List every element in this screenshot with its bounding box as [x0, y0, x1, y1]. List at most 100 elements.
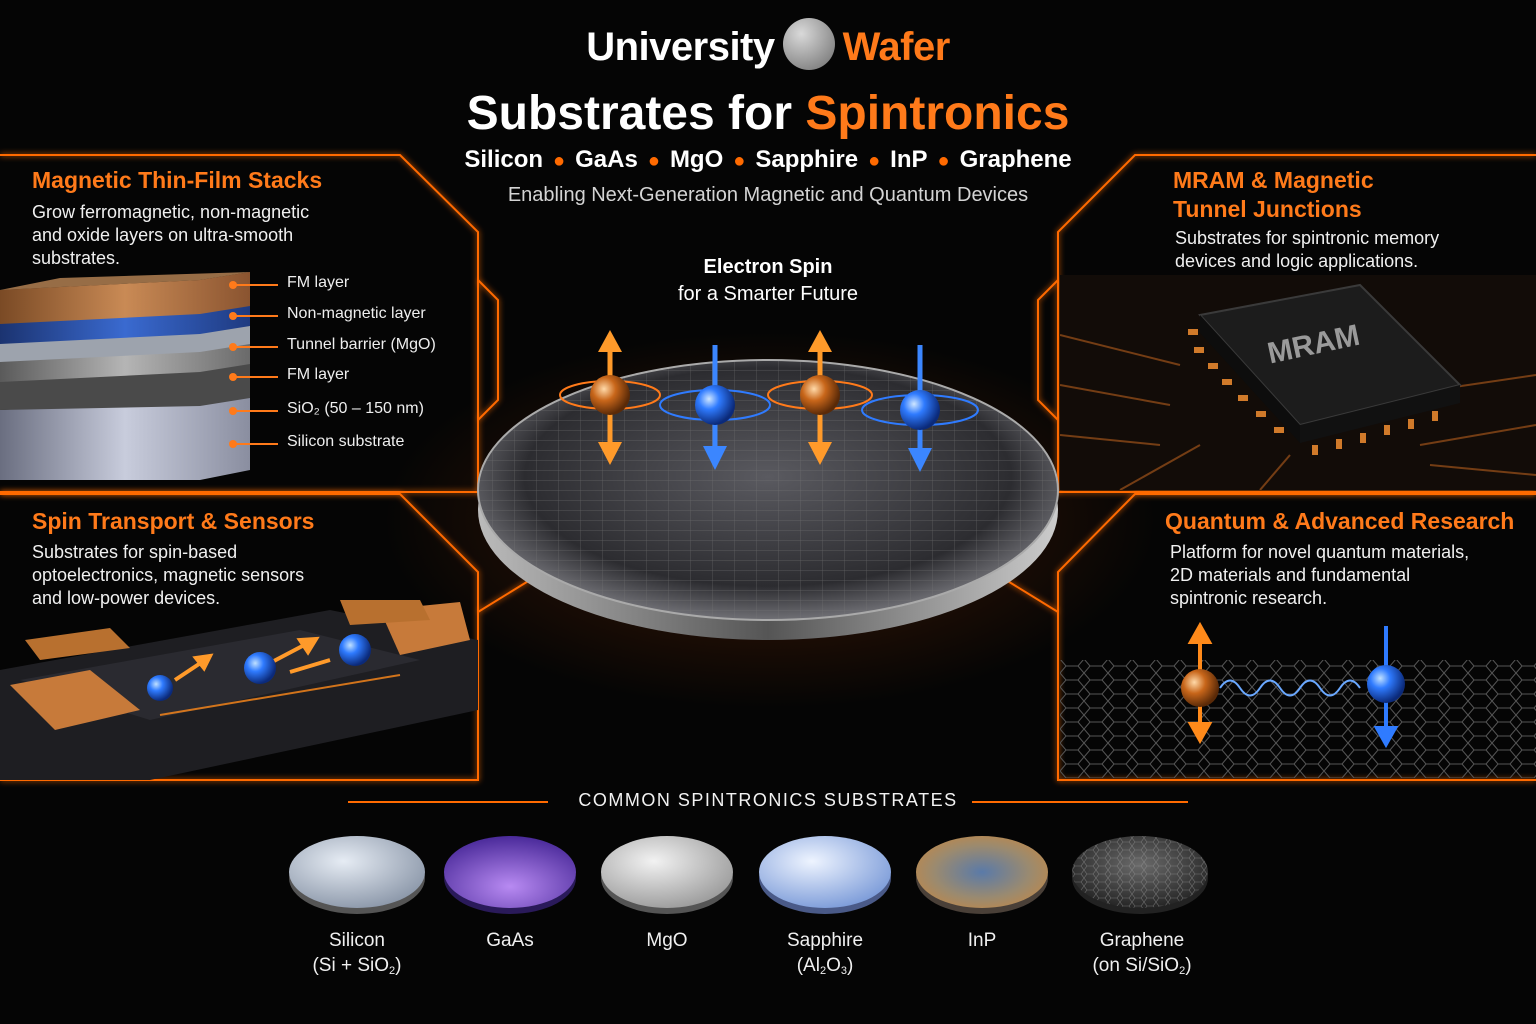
- spin-up-orange-1: [559, 330, 661, 465]
- center-caption-line-1: Electron Spin: [703, 256, 833, 278]
- substrate-detail: (Al2O3): [796, 955, 854, 977]
- substrate-mgo-label: MgO: [582, 928, 752, 953]
- substrate-name: GaAs: [486, 930, 534, 951]
- tagline: Enabling Next-Generation Magnetic and Qu…: [507, 184, 1029, 206]
- material-mgo: MgO: [669, 146, 724, 173]
- material-gaas: GaAs: [575, 146, 638, 173]
- divider-right: [972, 801, 1188, 803]
- spin-down-blue-1: [659, 345, 771, 470]
- electron-spin-3: [339, 634, 371, 666]
- mram-chip-illustration: MRAM: [1060, 275, 1536, 490]
- mram-title-line: MRAM & Magnetic: [1173, 167, 1374, 193]
- layer-label-silicon: Silicon substrate: [287, 433, 405, 450]
- substrates-heading: COMMON SPINTRONICS SUBSTRATES: [578, 790, 958, 810]
- mram-description: Substrates for spintronic memory devices…: [1175, 227, 1525, 273]
- connector-left-bottom: [477, 579, 531, 613]
- layer-silicon: [0, 390, 250, 480]
- thin-film-description: Grow ferromagnetic, non-magnetic and oxi…: [32, 201, 452, 270]
- spin-transport-text-line: optoelectronics, magnetic sensors: [32, 565, 305, 585]
- substrate-detail: (Si + SiO2): [312, 955, 402, 977]
- quantum-text-line: Platform for novel quantum materials,: [1170, 542, 1470, 562]
- spin-blue: [1367, 665, 1405, 703]
- wafer-silicon-icon: [289, 836, 425, 914]
- substrate-name: Silicon: [329, 930, 385, 951]
- entanglement-wave: [1219, 679, 1361, 697]
- layer-label-fm-1: FM layer: [287, 274, 350, 291]
- label-pointer: [229, 440, 278, 448]
- bullet-icon: ●: [868, 150, 881, 172]
- substrate-name: InP: [967, 930, 997, 951]
- bullet-icon: ●: [647, 150, 660, 172]
- substrate-name: Sapphire: [786, 930, 864, 951]
- spin-orange: [1181, 669, 1219, 707]
- bullet-icon: ●: [733, 150, 746, 172]
- thin-film-text-line: Grow ferromagnetic, non-magnetic: [32, 202, 310, 222]
- layer-fm-1: [0, 272, 250, 324]
- material-silicon: Silicon: [464, 146, 544, 173]
- layer-label-sio2: SiO₂ (50 – 150 nm): [287, 400, 424, 417]
- mram-text-line: devices and logic applications.: [1175, 251, 1419, 271]
- substrate-gaas-label: GaAs: [425, 928, 595, 953]
- spin-up-orange-2: [767, 330, 873, 465]
- electron-spin-2: [244, 652, 276, 684]
- quantum-illustration: [1060, 621, 1536, 778]
- material-graphene: Graphene: [959, 146, 1072, 173]
- center-caption-line-2: for a Smarter Future: [677, 283, 859, 305]
- substrate-name: Graphene: [1099, 930, 1185, 951]
- electron-spin-1: [147, 675, 173, 701]
- materials-list: Silicon●GaAs●MgO●Sapphire●InP●Graphene: [0, 146, 1536, 174]
- spin-transport-illustration: [0, 600, 478, 780]
- quantum-text-line: spintronic research.: [1170, 588, 1328, 608]
- layer-stack-illustration: [0, 272, 250, 480]
- label-pointer: [229, 373, 278, 381]
- material-inp: InP: [890, 146, 928, 173]
- panel-frame-quantum: [1057, 493, 1536, 781]
- wafer-sapphire-icon: [759, 836, 891, 914]
- page-title: Substrates for Spintronics: [0, 86, 1536, 141]
- label-pointer: [229, 343, 278, 351]
- connector-right-bottom: [1005, 579, 1059, 613]
- bullet-icon: ●: [937, 150, 950, 172]
- wafer-mgo-icon: [601, 836, 733, 914]
- central-wafer-illustration: [477, 330, 1059, 640]
- contact-pad-left-back: [25, 628, 130, 660]
- spin-transport-text-line: Substrates for spin-based: [32, 542, 238, 562]
- spin-down-blue-2: [861, 345, 979, 472]
- contact-pad-left: [10, 670, 140, 730]
- graphene-lattice: [1060, 660, 1536, 778]
- substrate-graphene-label: Graphene (on Si/SiO2): [1057, 928, 1227, 984]
- wafer-graphene-icon: [1072, 836, 1208, 914]
- quantum-title: Quantum & Advanced Research: [1165, 508, 1515, 534]
- mram-text-line: Substrates for spintronic memory: [1175, 228, 1440, 248]
- thin-film-title: Magnetic Thin-Film Stacks: [32, 167, 323, 193]
- mram-title: MRAM & Magnetic Tunnel Junctions: [1173, 166, 1374, 224]
- label-pointer: [229, 407, 278, 415]
- brand-logo-text: University Wafer: [0, 18, 1536, 70]
- substrate-wafers: [289, 836, 1208, 914]
- wafer-gaas-icon: [444, 836, 576, 914]
- panel-frame-thin-film: [0, 154, 479, 493]
- quantum-text-line: 2D materials and fundamental: [1170, 565, 1411, 585]
- brand-word-university: University: [586, 25, 775, 69]
- substrate-inp-label: InP: [897, 928, 1067, 953]
- thin-film-text-line: substrates.: [32, 248, 121, 268]
- substrate-detail: (on Si/SiO2): [1092, 955, 1192, 977]
- connector-right-top: [1037, 279, 1059, 421]
- panel-frame-mram: [1057, 154, 1536, 493]
- spin-transport-title: Spin Transport & Sensors: [32, 508, 315, 534]
- spin-transport-text-line: and low-power devices.: [32, 588, 221, 608]
- title-part-1: Substrates for: [466, 87, 793, 140]
- brand-word-wafer: Wafer: [842, 25, 951, 69]
- substrate-name: MgO: [646, 930, 688, 951]
- panel-frame-spin-transport: [0, 493, 479, 781]
- wafer-logo-icon: [782, 18, 835, 70]
- layer-sio2: [0, 362, 250, 410]
- connector-left-top: [477, 279, 499, 421]
- substrate-sapphire-label: Sapphire (Al2O3): [740, 928, 910, 984]
- wafer-inp-icon: [916, 836, 1048, 914]
- layer-label-tunnel-barrier: Tunnel barrier (MgO): [287, 336, 436, 353]
- title-part-2: Spintronics: [805, 87, 1070, 140]
- substrate-silicon-label: Silicon (Si + SiO2): [272, 928, 442, 984]
- layer-label-fm-2: FM layer: [287, 366, 350, 383]
